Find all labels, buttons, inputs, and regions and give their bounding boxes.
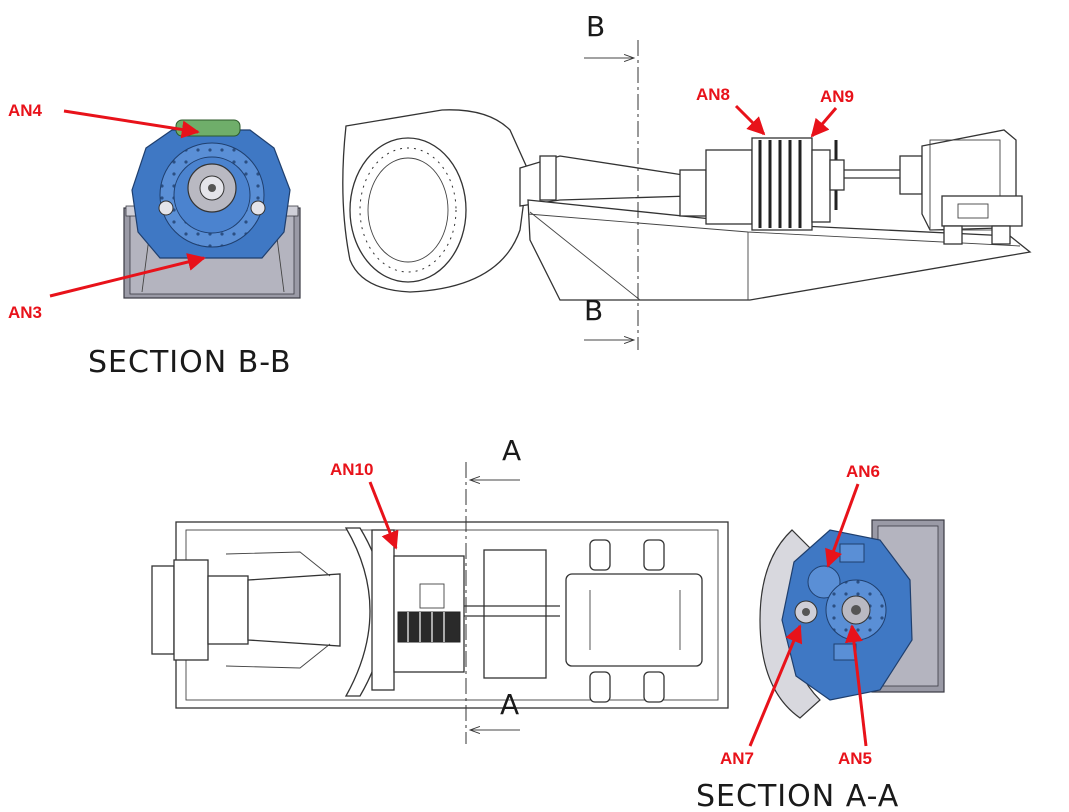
cut-letter-b-top: B xyxy=(586,10,605,43)
plan-view xyxy=(151,521,729,709)
callout-label-an6: AN6 xyxy=(846,462,880,481)
section-aa-label: SECTION A-A xyxy=(696,779,899,812)
cut-letter-b-bottom: B xyxy=(584,294,603,327)
callout-an10: AN10 xyxy=(330,460,399,550)
cut-letter-a-bottom: A xyxy=(500,688,519,721)
cut-letter-a-top: A xyxy=(502,434,521,467)
base-frame xyxy=(527,199,1032,301)
callout-an7: AN7 xyxy=(720,624,803,768)
callout-an9: AN9 xyxy=(810,87,854,138)
callout-arrow-an3 xyxy=(49,253,206,298)
section-bb-view xyxy=(123,119,301,299)
hs-coupling xyxy=(899,155,923,195)
callout-label-an4: AN4 xyxy=(8,101,43,120)
gearbox-fins xyxy=(751,137,813,231)
callout-arrow-an8 xyxy=(734,104,766,136)
plan-hub-flange xyxy=(151,565,175,655)
plan-generator xyxy=(565,573,703,667)
callout-arrow-an7 xyxy=(748,624,803,747)
callout-arrow-an5 xyxy=(844,624,868,747)
callout-an3: AN3 xyxy=(8,253,206,322)
callout-arrow-an10 xyxy=(368,481,399,550)
plan-brake-area xyxy=(483,549,547,679)
gearbox-side xyxy=(705,149,753,225)
callout-an6: AN6 xyxy=(825,462,880,568)
callout-label-an8: AN8 xyxy=(696,85,730,104)
callout-label-an5: AN5 xyxy=(838,749,872,768)
section-aa-view xyxy=(759,519,945,719)
callout-an5: AN5 xyxy=(838,624,872,768)
callout-label-an3: AN3 xyxy=(8,303,42,322)
cut-line-bb: B B xyxy=(584,10,639,350)
gearbox-fin-lines xyxy=(758,140,802,228)
callout-arrow-an4 xyxy=(63,109,200,139)
callout-arrow-an6 xyxy=(825,483,860,568)
callout-arrow-an9 xyxy=(810,107,838,138)
callout-an8: AN8 xyxy=(696,85,766,136)
side-elevation-view xyxy=(342,109,1032,301)
section-bb-label: SECTION B-B xyxy=(88,345,292,380)
callout-label-an7: AN7 xyxy=(720,749,754,768)
cut-line-aa: A A xyxy=(465,434,521,744)
callout-label-an9: AN9 xyxy=(820,87,854,106)
callout-label-an10: AN10 xyxy=(330,460,373,479)
callout-an4: AN4 xyxy=(8,101,200,139)
plan-gearbox-fins xyxy=(397,611,461,643)
plan-main-shaft xyxy=(247,573,341,647)
aa-oil-cover xyxy=(807,565,841,599)
bb-top-cover xyxy=(175,119,241,137)
shrink-disc xyxy=(679,169,707,217)
